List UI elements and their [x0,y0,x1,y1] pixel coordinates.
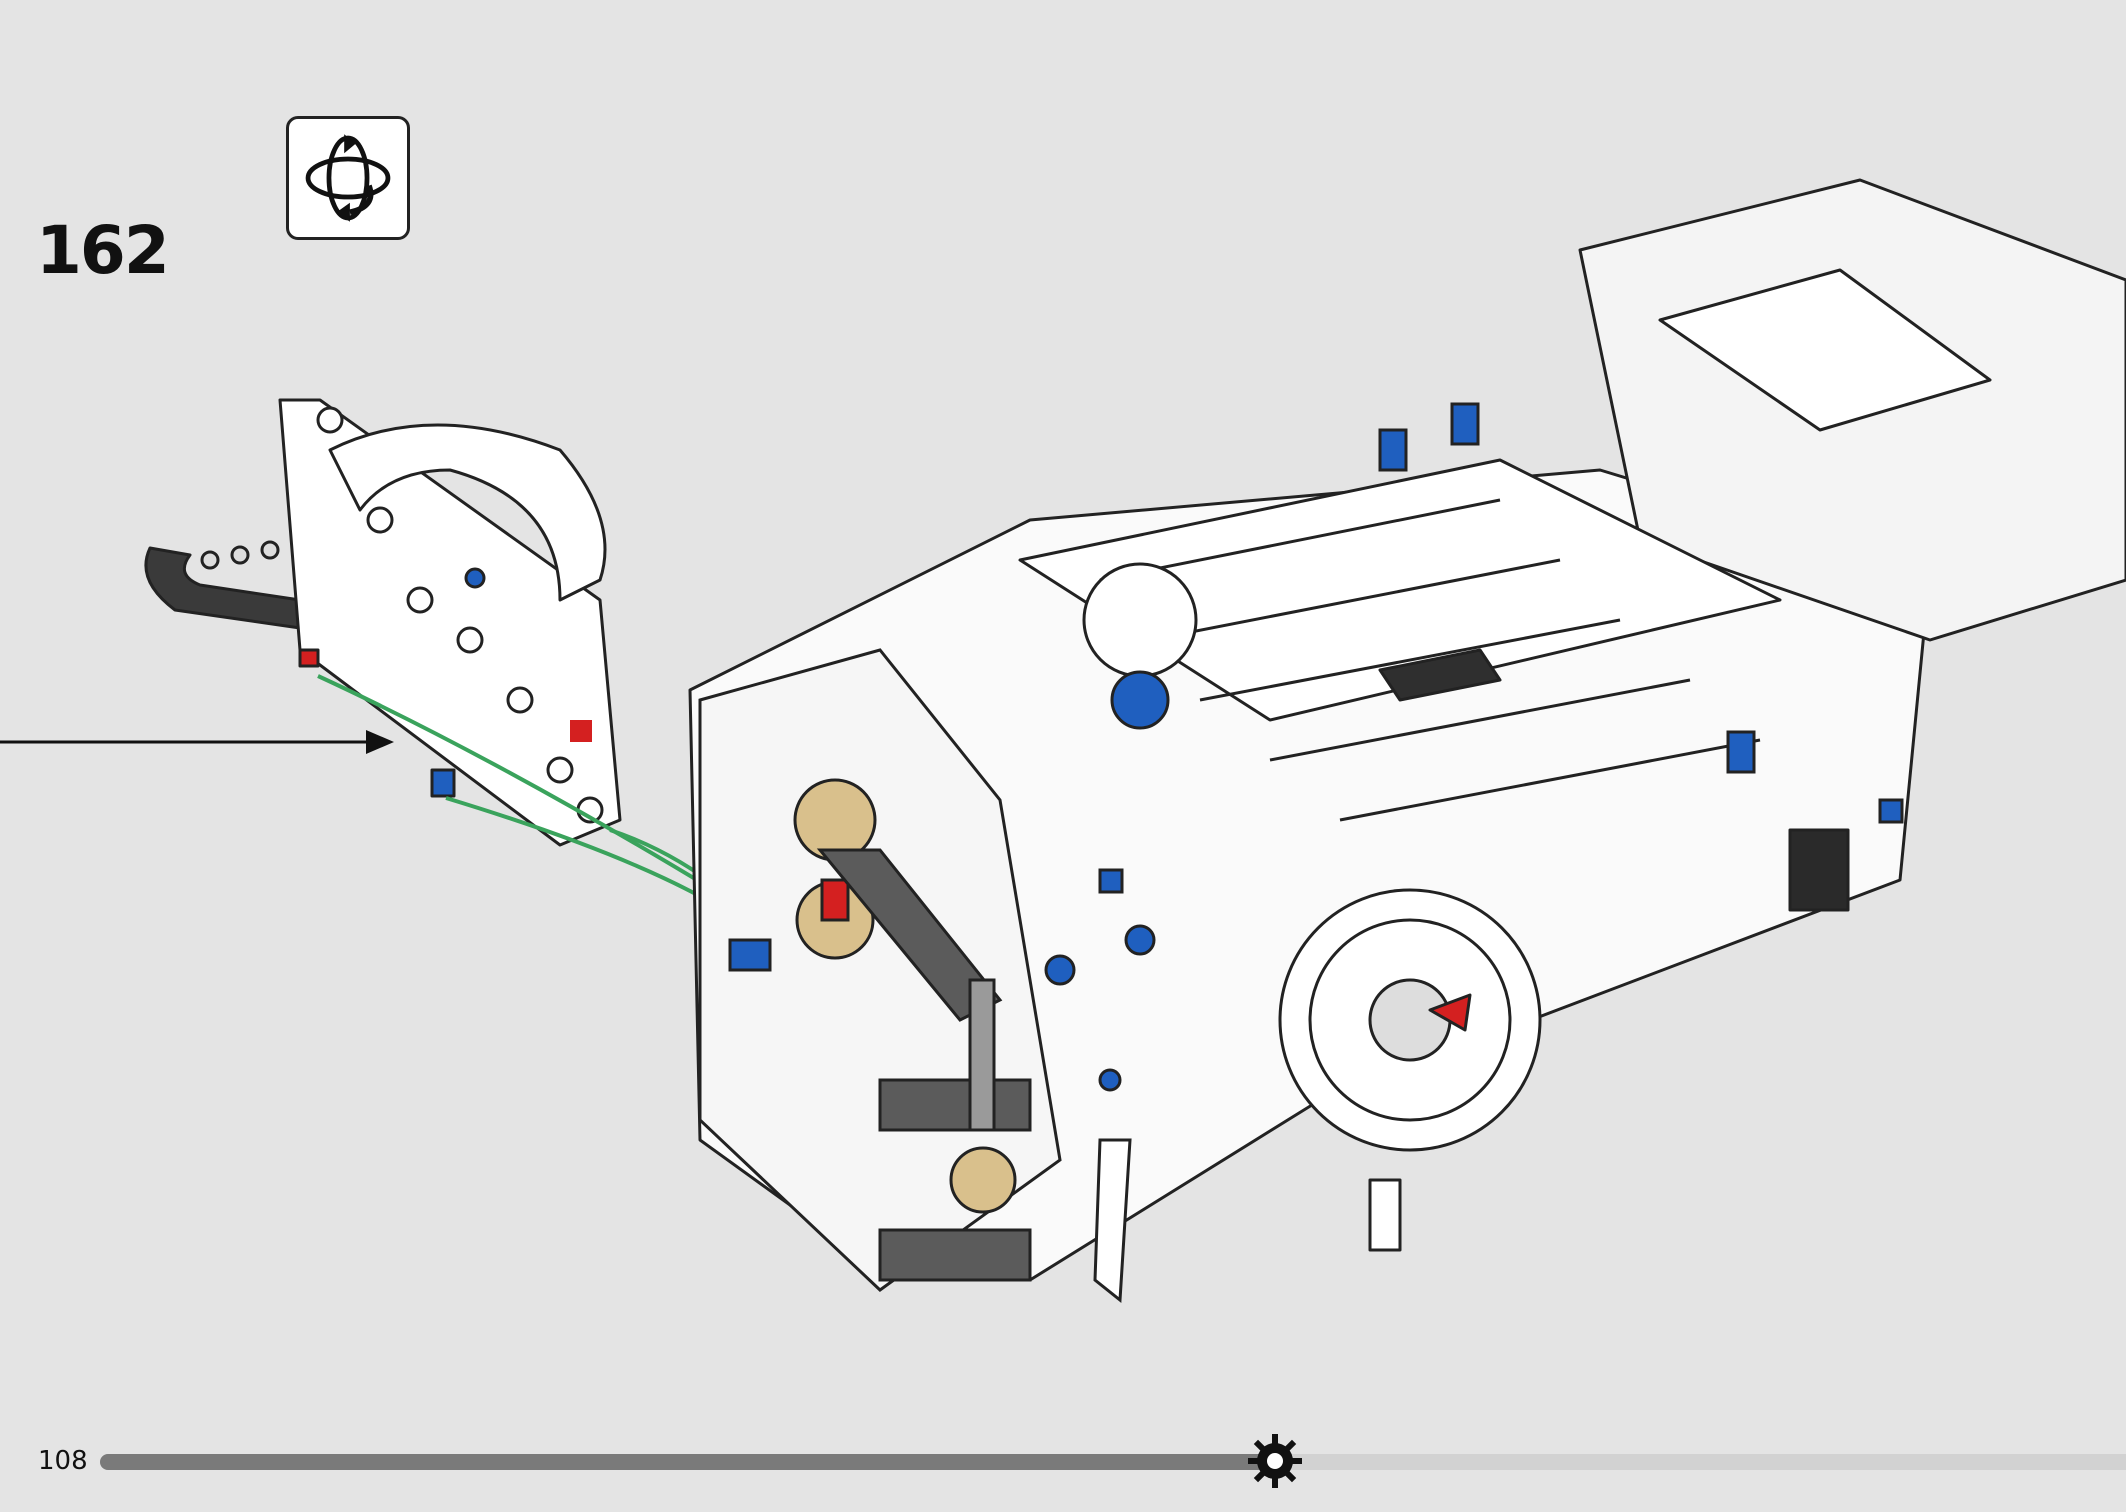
gear-progress-icon [1248,1434,1303,1488]
page-number: 108 [38,1446,88,1476]
rotate-model-icon [286,116,410,240]
gearbox-section [698,648,1156,1303]
blue-pins [1098,402,1904,894]
insertion-arrow [0,730,394,754]
step-number: 162 [36,212,170,289]
submodel-part [144,398,622,847]
progress-fill [100,1454,1276,1470]
progress-bar [100,1434,2126,1488]
